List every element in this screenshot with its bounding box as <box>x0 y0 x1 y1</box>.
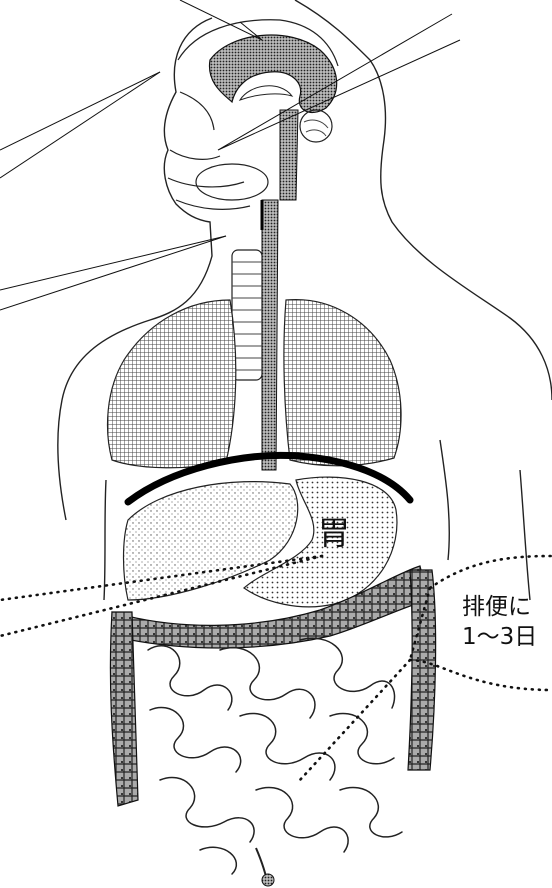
left-lung <box>108 300 236 468</box>
spinal-cord <box>280 110 298 200</box>
brain <box>209 35 336 112</box>
cerebellum <box>300 110 332 142</box>
bowel-callout-line-2: 1〜3日 <box>462 622 537 652</box>
descending-colon <box>408 570 436 770</box>
brain-inner <box>240 86 292 100</box>
bowel-callout-text: 排便に 1〜3日 <box>462 592 537 652</box>
small-intestine <box>148 638 402 874</box>
anus-marker <box>262 874 274 886</box>
trachea <box>232 250 262 380</box>
stomach-label: 胃 <box>318 508 350 554</box>
right-lung <box>284 300 401 466</box>
bowel-callout-line-1: 排便に <box>462 592 537 622</box>
esophagus <box>262 200 278 470</box>
